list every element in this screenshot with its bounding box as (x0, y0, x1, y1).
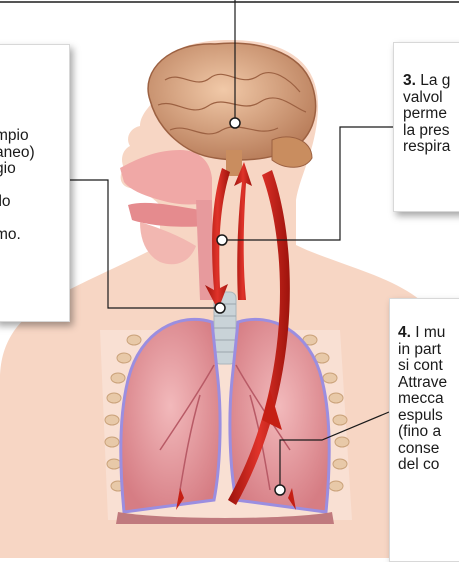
callout-right-bottom-line: (fino a (398, 424, 447, 441)
callout-left-line: gio (0, 161, 63, 178)
callout-left: l mpio aneo) gio llo mo. (0, 44, 70, 322)
callout-right-top-line: valvol (403, 90, 450, 107)
callout-right-bottom-line: Attrave (398, 375, 447, 392)
callout-left-line (0, 178, 63, 195)
callout-right-top-line: La g (420, 72, 450, 89)
callout-right-bottom-line: in part (398, 342, 447, 359)
callout-left-line: mpio (0, 128, 63, 145)
callout-right-bottom: 4. I mu in part si cont Attrave mecca es… (389, 298, 459, 562)
callout-right-top-line: perme (403, 106, 450, 123)
callout-right-bottom-line: conse (398, 441, 447, 458)
callout-number: 4. (398, 324, 411, 341)
callout-left-line: l (0, 95, 63, 112)
callout-right-bottom-line: si cont (398, 358, 447, 375)
marker-pharynx (217, 235, 227, 245)
marker-diaphragm (275, 485, 285, 495)
callout-left-line (0, 112, 63, 129)
callout-left-line (0, 211, 63, 228)
callout-left-line: mo. (0, 227, 63, 244)
callout-right-top-first-line: 3. La g (403, 73, 450, 90)
callout-right-bottom-line: espuls (398, 408, 447, 425)
callout-right-bottom-first-line: 4. I mu (398, 325, 447, 342)
callout-right-bottom-line: del co (398, 457, 447, 474)
callout-number: 3. (403, 72, 416, 89)
marker-trachea (215, 303, 225, 313)
callout-right-top-line: respira (403, 139, 450, 156)
callout-right-top-line: la pres (403, 123, 450, 140)
callout-left-line: aneo) (0, 145, 63, 162)
marker-brain (230, 118, 240, 128)
callout-right-top: 3. La g valvol perme la pres respira (393, 42, 459, 212)
callout-right-bottom-line: mecca (398, 391, 447, 408)
callout-right-bottom-line: I mu (415, 324, 445, 341)
callout-left-line: llo (0, 194, 63, 211)
